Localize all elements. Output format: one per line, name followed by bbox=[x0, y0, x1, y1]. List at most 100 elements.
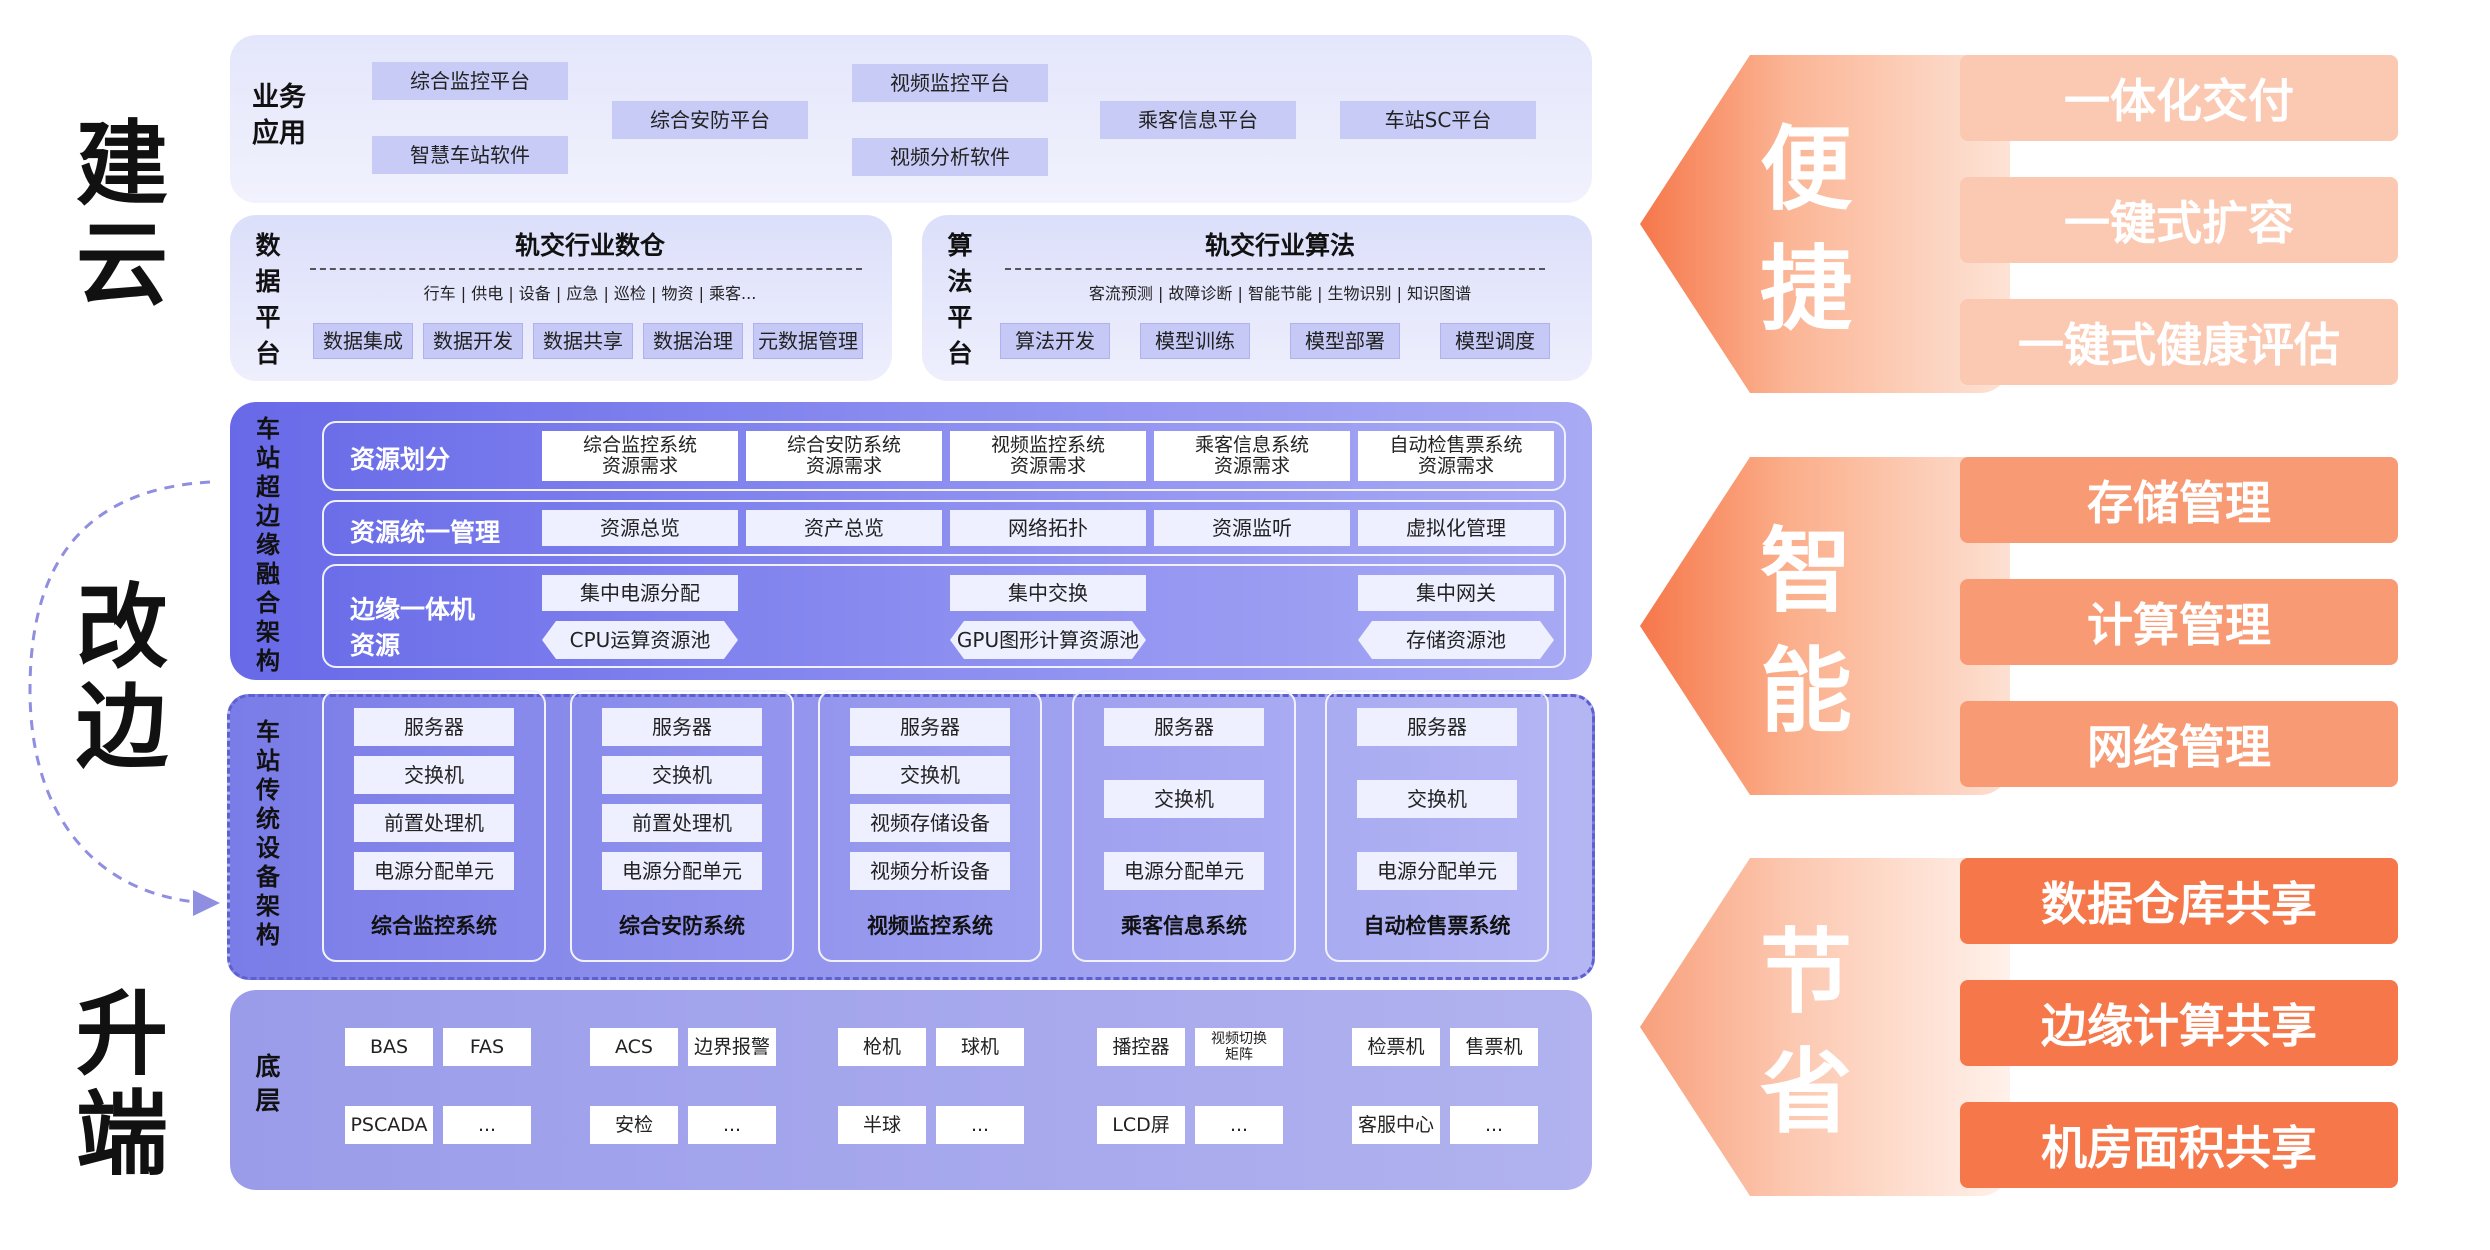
label-shengduan: 升端 bbox=[75, 981, 168, 1188]
algo-platform-item: 算法开发 bbox=[1000, 323, 1110, 359]
edge-architecture-label: 车站超边缘融合架构 bbox=[256, 415, 280, 675]
bottom-device: FAS bbox=[443, 1028, 531, 1066]
edge-management-item: 虚拟化管理 bbox=[1358, 510, 1554, 546]
benefit-item: 一键式扩容 bbox=[1960, 177, 2398, 263]
migration-arrow bbox=[28, 480, 220, 916]
system-device: 服务器 bbox=[354, 708, 514, 746]
data-platform-item: 数据治理 bbox=[643, 323, 743, 359]
algo-platform-title: 轨交行业算法 bbox=[1204, 231, 1355, 260]
algo-platform-divider bbox=[1005, 268, 1545, 270]
bottom-device: BAS bbox=[345, 1028, 433, 1066]
algo-platform-item: 模型部署 bbox=[1290, 323, 1400, 359]
edge-row-resource bbox=[322, 564, 1566, 668]
system-card bbox=[322, 690, 546, 962]
benefit-item: 机房面积共享 bbox=[1960, 1102, 2398, 1188]
bottom-device: 视频切换 矩阵 bbox=[1195, 1028, 1283, 1066]
system-device: 交换机 bbox=[602, 756, 762, 794]
bottom-device: 售票机 bbox=[1450, 1028, 1538, 1066]
system-name: 视频监控系统 bbox=[867, 914, 993, 938]
data-platform-label: 数据平台 bbox=[255, 231, 281, 368]
algo-platform-item: 模型调度 bbox=[1440, 323, 1550, 359]
system-card bbox=[1325, 690, 1549, 962]
bottom-layer-panel bbox=[230, 990, 1592, 1190]
system-device: 服务器 bbox=[602, 708, 762, 746]
bottom-device: ... bbox=[936, 1106, 1024, 1144]
system-device: 前置处理机 bbox=[602, 804, 762, 842]
system-device: 服务器 bbox=[1357, 708, 1517, 746]
bottom-device: 枪机 bbox=[838, 1028, 926, 1066]
benefit-item: 一键式健康评估 bbox=[1960, 299, 2398, 385]
system-device: 服务器 bbox=[1104, 708, 1264, 746]
label-gaibian: 改边 bbox=[75, 574, 168, 781]
data-platform-divider bbox=[310, 268, 862, 270]
bottom-device: ... bbox=[443, 1106, 531, 1144]
edge-row-resource-label-1: 边缘一体机 bbox=[350, 595, 476, 624]
bottom-device: 球机 bbox=[936, 1028, 1024, 1066]
edge-row-partition-label: 资源划分 bbox=[350, 445, 451, 474]
benefit-item: 存储管理 bbox=[1960, 457, 2398, 543]
edge-management-item: 资源总览 bbox=[542, 510, 738, 546]
system-card bbox=[1072, 690, 1296, 962]
biz-item: 车站SC平台 bbox=[1340, 101, 1536, 139]
benefit-item: 数据仓库共享 bbox=[1960, 858, 2398, 944]
edge-row-resource-label-2: 资源 bbox=[350, 631, 401, 660]
benefit-item: 边缘计算共享 bbox=[1960, 980, 2398, 1066]
benefit-item: 网络管理 bbox=[1960, 701, 2398, 787]
data-platform-subtitle: 行车 | 供电 | 设备 | 应急 | 巡检 | 物资 | 乘客... bbox=[423, 284, 757, 303]
bottom-device: 边界报警 bbox=[688, 1028, 776, 1066]
benefit-title: 便捷 bbox=[1759, 116, 1852, 343]
bottom-device: ACS bbox=[590, 1028, 678, 1066]
biz-item: 综合监控平台 bbox=[372, 62, 568, 100]
biz-item: 智慧车站软件 bbox=[372, 136, 568, 174]
algo-platform-item: 模型训练 bbox=[1140, 323, 1250, 359]
bottom-device: ... bbox=[1195, 1106, 1283, 1144]
edge-row-partition bbox=[322, 421, 1566, 491]
edge-management-item: 资产总览 bbox=[746, 510, 942, 546]
edge-partition-item: 乘客信息系统 资源需求 bbox=[1154, 431, 1350, 481]
system-device: 交换机 bbox=[354, 756, 514, 794]
edge-pool-storage: 存储资源池 bbox=[1358, 621, 1554, 659]
edge-partition-item: 视频监控系统 资源需求 bbox=[950, 431, 1146, 481]
data-platform-item: 元数据管理 bbox=[753, 323, 863, 359]
system-name: 综合安防系统 bbox=[619, 914, 745, 938]
system-device: 视频存储设备 bbox=[850, 804, 1010, 842]
biz-app-label: 业务应用 bbox=[252, 82, 306, 149]
benefit-title: 节省 bbox=[1759, 919, 1852, 1146]
biz-item: 视频分析软件 bbox=[852, 138, 1048, 176]
edge-resource-item: 集中交换 bbox=[950, 575, 1146, 611]
system-name: 综合监控系统 bbox=[371, 914, 497, 938]
edge-resource-item: 集中网关 bbox=[1358, 575, 1554, 611]
system-device: 电源分配单元 bbox=[354, 852, 514, 890]
system-device: 前置处理机 bbox=[354, 804, 514, 842]
benefit-item: 计算管理 bbox=[1960, 579, 2398, 665]
benefit-item: 一体化交付 bbox=[1960, 55, 2398, 141]
edge-pool-gpu: GPU图形计算资源池 bbox=[950, 621, 1146, 659]
edge-management-item: 网络拓扑 bbox=[950, 510, 1146, 546]
system-device: 交换机 bbox=[1357, 780, 1517, 818]
data-platform-item: 数据开发 bbox=[423, 323, 523, 359]
traditional-architecture-label: 车站传统设备架构 bbox=[256, 718, 280, 949]
biz-item: 乘客信息平台 bbox=[1100, 101, 1296, 139]
bottom-device: 检票机 bbox=[1352, 1028, 1440, 1066]
system-card bbox=[818, 690, 1042, 962]
data-platform-item: 数据共享 bbox=[533, 323, 633, 359]
system-device: 电源分配单元 bbox=[1357, 852, 1517, 890]
edge-partition-item: 综合安防系统 资源需求 bbox=[746, 431, 942, 481]
edge-resource-item: 集中电源分配 bbox=[542, 575, 738, 611]
system-name: 乘客信息系统 bbox=[1121, 914, 1247, 938]
system-device: 电源分配单元 bbox=[602, 852, 762, 890]
bottom-device: 客服中心 bbox=[1352, 1106, 1440, 1144]
edge-partition-item: 自动检售票系统 资源需求 bbox=[1358, 431, 1554, 481]
bottom-layer-label: 底层 bbox=[255, 1052, 281, 1115]
algo-platform-subtitle: 客流预测 | 故障诊断 | 智能节能 | 生物识别 | 知识图谱 bbox=[1088, 284, 1472, 303]
bottom-device: 安检 bbox=[590, 1106, 678, 1144]
system-card bbox=[570, 690, 794, 962]
label-jianyun: 建云 bbox=[75, 111, 168, 318]
system-device: 交换机 bbox=[850, 756, 1010, 794]
data-platform-title: 轨交行业数仓 bbox=[514, 231, 665, 260]
bottom-device: LCD屏 bbox=[1097, 1106, 1185, 1144]
edge-pool-cpu: CPU运算资源池 bbox=[542, 621, 738, 659]
system-device: 交换机 bbox=[1104, 780, 1264, 818]
bottom-device: PSCADA bbox=[345, 1106, 433, 1144]
algo-platform-label: 算法平台 bbox=[947, 231, 973, 368]
